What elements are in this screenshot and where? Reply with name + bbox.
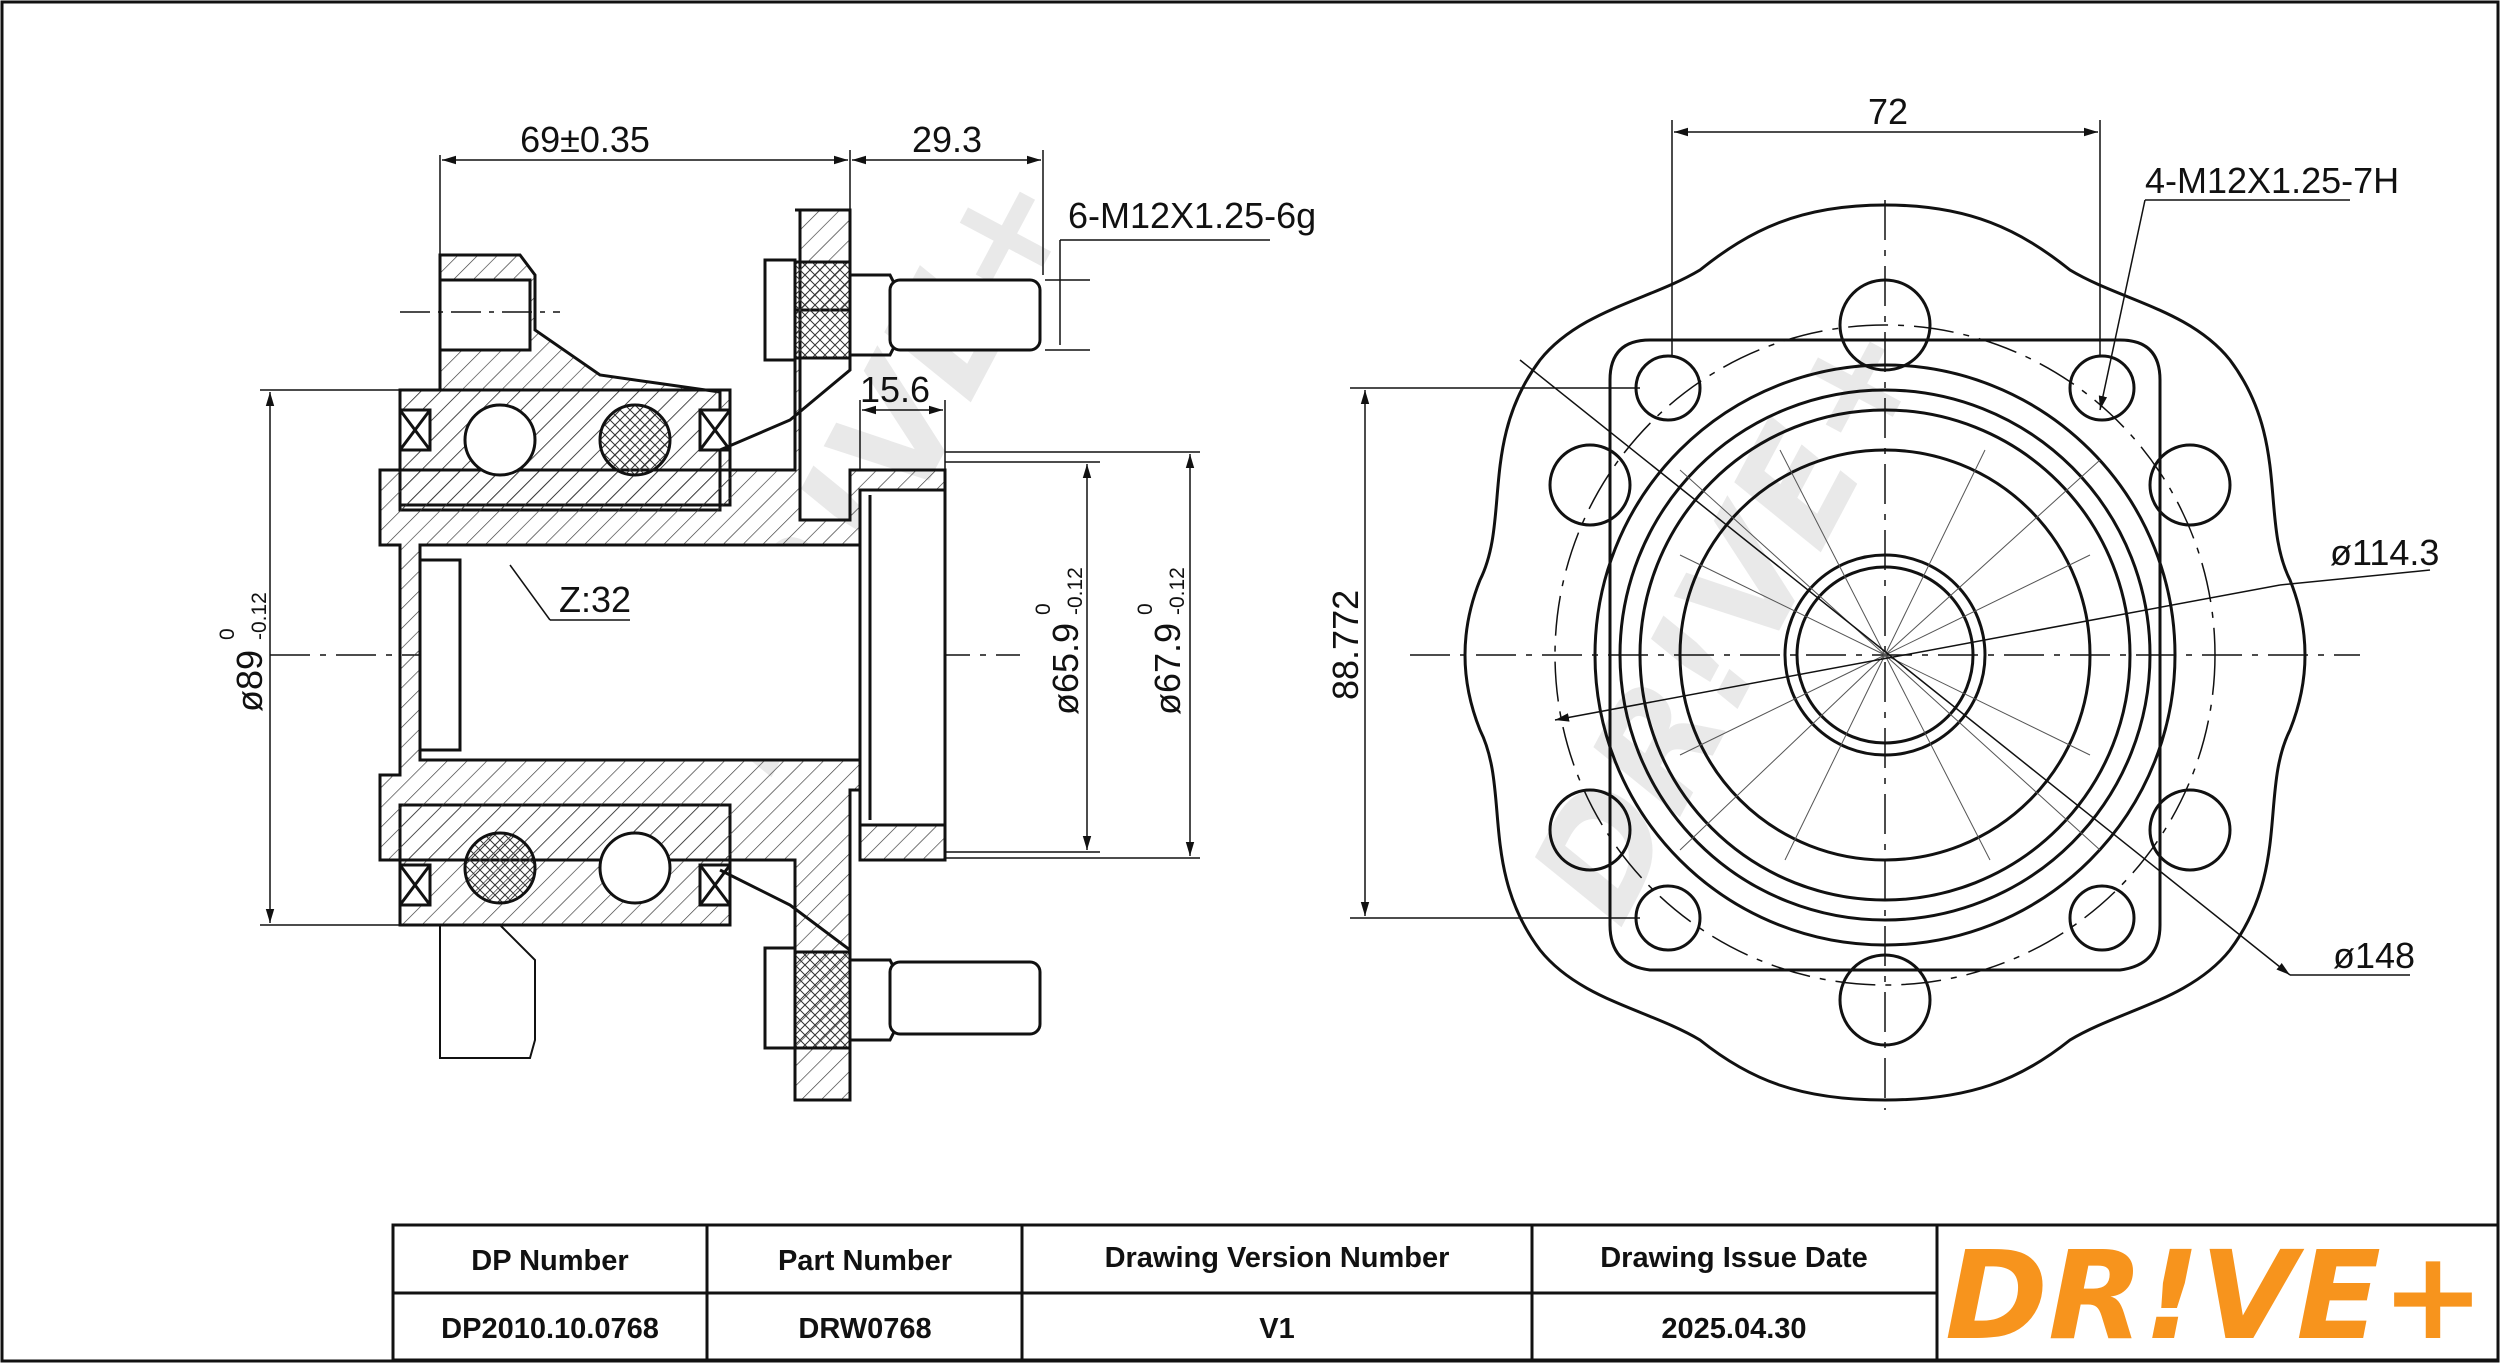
svg-text:ø89: ø89 [229,650,270,712]
stud-hole-bottom [1838,953,1932,1047]
dim-bore-a: ø65.9 0 -0.12 [1032,567,1087,715]
svg-text:ø67.9: ø67.9 [1147,623,1188,715]
mount-hole-lr [2068,884,2136,952]
value-issue-date: 2025.04.30 [1661,1313,1806,1345]
title-block [391,1223,2500,1362]
dim-mount-thread: 4-M12X1.25-7H [2145,160,2399,201]
front-view [1350,120,2431,1110]
stud-hole-lr [2148,788,2232,872]
svg-text:-0.12: -0.12 [248,592,271,640]
svg-text:0: 0 [216,628,239,640]
dim-flange-offset: 29.3 [912,119,982,160]
dim-height: 88.772 [1325,590,1366,700]
stud-hole-ul [1548,443,1632,527]
svg-text:-0.12: -0.12 [1064,567,1087,615]
svg-text:ø65.9: ø65.9 [1045,623,1086,715]
value-dp-number: DP2010.10.0768 [441,1313,659,1345]
header-drawing-version: Drawing Version Number [1105,1242,1450,1274]
dim-flange-dia: ø148 [2333,935,2415,976]
svg-text:0: 0 [1134,603,1157,615]
value-part-number: DRW0768 [798,1313,931,1345]
dim-spline: Z:32 [559,579,631,620]
flange-outline [1463,203,2307,1102]
stud-hole-top [1838,278,1932,372]
dim-pcd: ø114.3 [2330,532,2439,573]
dim-bolt-spacing: 72 [1868,91,1908,132]
dim-bore-b: ø67.9 0 -0.12 [1134,567,1189,715]
stud-hole-ll [1548,788,1632,872]
side-section-view [260,150,1270,1102]
drive-logo: DR!VE+ [1945,1225,2485,1363]
value-drawing-version: V1 [1259,1313,1294,1345]
header-part-number: Part Number [778,1245,952,1277]
header-dp-number: DP Number [471,1245,628,1277]
dim-width: 69±0.35 [520,119,650,160]
svg-text:0: 0 [1032,603,1055,615]
header-issue-date: Drawing Issue Date [1600,1242,1868,1274]
stud-hole-ur [2148,443,2232,527]
dim-outer-dia: ø89 0 -0.12 [216,592,271,712]
dim-pilot: 15.6 [860,369,930,410]
mount-hole-ur [2068,354,2136,422]
dim-stud-thread: 6-M12X1.25-6g [1068,195,1316,236]
svg-text:-0.12: -0.12 [1166,567,1189,615]
